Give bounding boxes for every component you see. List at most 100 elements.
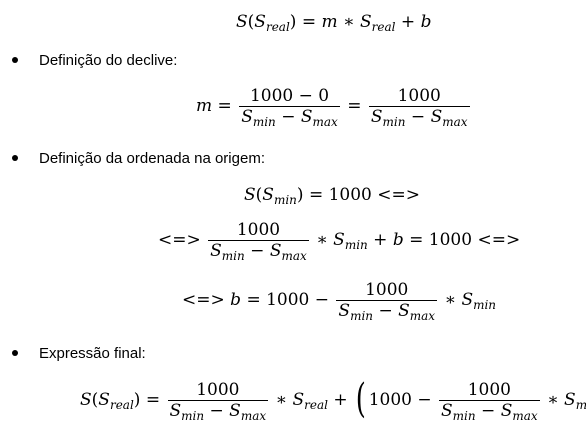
symbol-S: S (80, 390, 92, 410)
equation-intercept-result: <=> b = 1000 − 1000 Smin − Smax ∗ Smin (182, 280, 497, 323)
fraction-slope: 1000 Smin − Smax (336, 280, 438, 323)
equals-sign: = (347, 96, 362, 116)
equals-sign: = (217, 96, 232, 116)
symbol-S: S (441, 401, 453, 421)
symbol-S: S (360, 12, 372, 32)
subscript-max: max (512, 409, 538, 423)
symbol-S: S (262, 185, 274, 205)
subscript-real: real (371, 20, 396, 34)
minus-sign: − (417, 390, 432, 410)
subscript-real: real (265, 20, 290, 34)
fraction-denominator: Smin − Smax (369, 107, 470, 129)
minus-sign: − (378, 301, 393, 321)
minus-sign: − (410, 107, 426, 127)
value-1000: 1000 (368, 390, 412, 410)
symbol-S: S (244, 185, 256, 205)
subscript-min: min (382, 115, 406, 129)
bullet-dot (12, 155, 18, 162)
bullet-dot (12, 57, 18, 64)
symbol-b: b (230, 290, 242, 310)
fraction-numerator: 1000 − 0 (239, 86, 340, 107)
symbol-S: S (254, 12, 266, 32)
subscript-max: max (409, 309, 436, 323)
subscript-max: max (442, 115, 468, 129)
equals-sign: = (301, 12, 317, 32)
bullet-intercept-definition: Definição da ordenada na origem: (12, 150, 265, 168)
symbol-S: S (430, 107, 443, 127)
equals-sign: = (246, 290, 261, 310)
subscript-real: real (109, 398, 134, 412)
fraction-slope: 1000 Smin − Smax (208, 220, 309, 263)
symbol-S: S (564, 390, 576, 410)
subscript-real: real (304, 398, 329, 412)
symbol-m: m (196, 96, 213, 116)
symbol-S: S (210, 241, 222, 261)
symbol-S: S (300, 107, 313, 127)
equation-intercept-substitution: <=> 1000 Smin − Smax ∗ Smin + b = 1000 <… (158, 220, 521, 263)
subscript-max: max (281, 249, 307, 263)
times-sign: ∗ (343, 12, 355, 32)
iff-sign: <=> (158, 230, 201, 250)
subscript-min: min (273, 193, 297, 207)
bullet-final-expression: Expressão final: (12, 345, 146, 363)
bullet-text: Definição da ordenada na origem: (39, 150, 265, 167)
bullet-slope-definition: Definição do declive: (12, 52, 177, 70)
minus-sign: − (281, 107, 296, 127)
symbol-S: S (236, 12, 248, 32)
symbol-S: S (333, 230, 345, 250)
subscript-min: min (344, 238, 368, 252)
minus-sign: − (209, 401, 224, 421)
equals-sign: = (409, 230, 424, 250)
symbol-S: S (229, 401, 241, 421)
bullet-text: Definição do declive: (39, 52, 178, 69)
fraction-slope-raw: 1000 − 0 Smin − Smax (239, 86, 340, 129)
times-sign: ∗ (444, 290, 457, 310)
fraction-denominator: Smin − Smax (208, 241, 309, 263)
equation-linear-model: S(Sreal) = m ∗ Sreal + b (236, 12, 432, 34)
subscript-min: min (350, 309, 374, 323)
fraction-numerator: 1000 (368, 86, 470, 107)
fraction-denominator: Smin − Smax (239, 107, 340, 129)
symbol-b: b (392, 230, 404, 250)
fraction-slope: 1000 Smin − Smax (439, 380, 540, 423)
subscript-max: max (312, 115, 338, 129)
times-sign: ∗ (316, 230, 328, 250)
symbol-S: S (241, 107, 253, 127)
iff-sign: <=> (377, 185, 421, 205)
fraction-denominator: Smin − Smax (439, 401, 540, 423)
subscript-min: min (181, 409, 205, 423)
symbol-S: S (292, 390, 305, 410)
subscript-min: min (221, 249, 245, 263)
iff-sign: <=> (477, 230, 521, 250)
equals-sign: = (308, 185, 324, 205)
symbol-S: S (98, 390, 110, 410)
minus-sign: − (250, 241, 265, 261)
fraction-denominator: Smin − Smax (168, 401, 269, 423)
left-parenthesis: ( (355, 375, 366, 422)
value-1000: 1000 (428, 230, 473, 250)
fraction-slope: 1000 Smin − Smax (368, 86, 470, 129)
minus-sign: − (481, 401, 496, 421)
symbol-S: S (169, 401, 182, 421)
subscript-min: min (473, 298, 497, 312)
subscript-max: max (240, 409, 267, 423)
equation-intercept-condition: S(Smin) = 1000 <=> (244, 185, 421, 207)
symbol-S: S (338, 301, 351, 321)
bullet-text: Expressão final: (39, 345, 146, 362)
equation-slope: m = 1000 − 0 Smin − Smax = 1000 Smin − S… (196, 86, 472, 129)
fraction-denominator: Smin − Smax (336, 301, 437, 323)
value-1000: 1000 (328, 185, 372, 205)
plus-sign: + (400, 12, 416, 32)
subscript-min: min (575, 398, 586, 412)
symbol-S: S (370, 107, 383, 127)
plus-sign: + (373, 230, 388, 250)
symbol-S: S (461, 290, 474, 310)
equation-final: S(Sreal) = 1000 Smin − Smax ∗ Sreal + (1… (80, 375, 586, 423)
fraction-numerator: 1000 (167, 380, 269, 401)
bullet-dot (12, 350, 18, 357)
times-sign: ∗ (547, 390, 559, 410)
fraction-numerator: 1000 (208, 220, 309, 241)
fraction-slope: 1000 Smin − Smax (167, 380, 269, 423)
symbol-S: S (500, 401, 513, 421)
fraction-numerator: 1000 (336, 280, 438, 301)
